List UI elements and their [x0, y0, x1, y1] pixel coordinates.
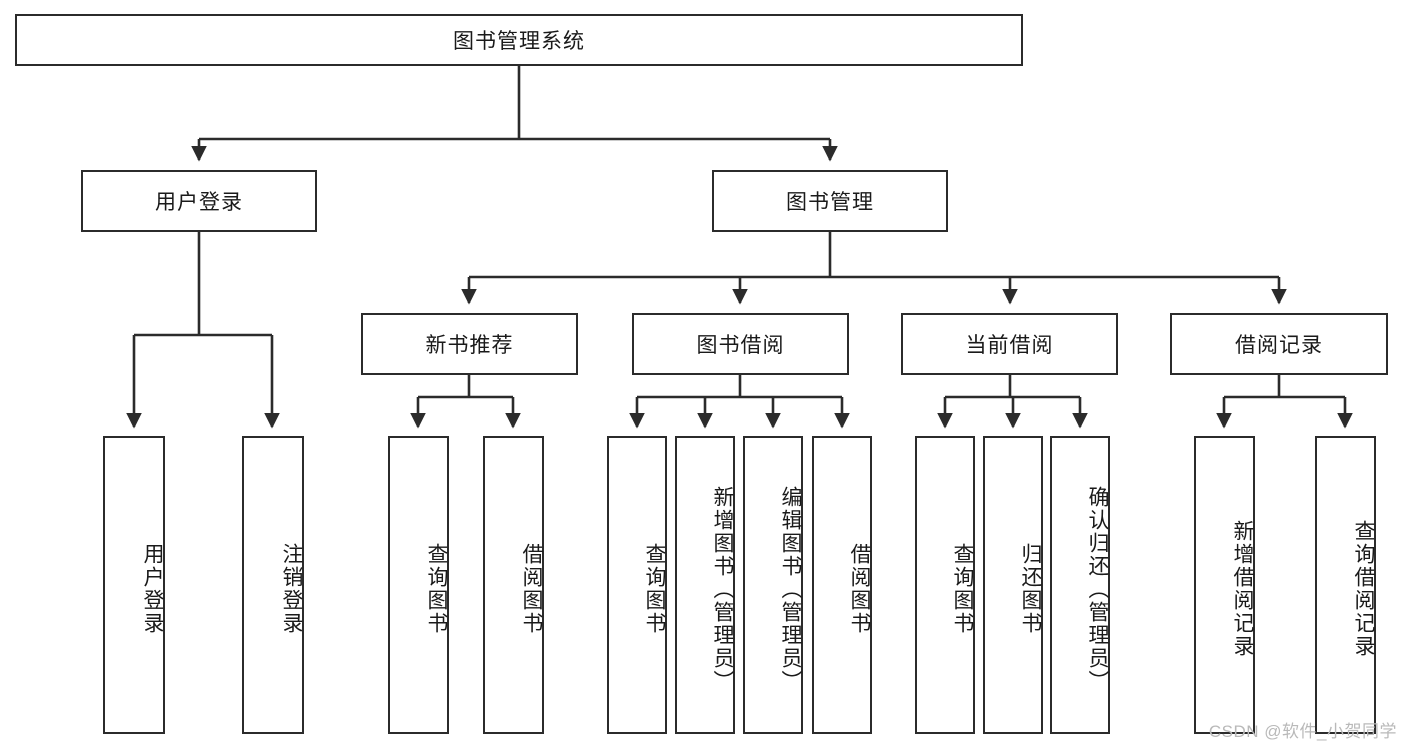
leaf-add-borrow-record-label: 新增借阅记录	[1231, 520, 1254, 658]
leaf-query-book-current-label: 查询图书	[951, 543, 974, 635]
leaf-add-borrow-record[interactable]: 新增借阅记录	[1194, 436, 1255, 734]
leaf-query-book-recommend[interactable]: 查询图书	[388, 436, 449, 734]
leaf-query-borrow-record-label: 查询借阅记录	[1352, 520, 1375, 658]
leaf-edit-book-admin-label: 编辑图书（管理员）	[779, 485, 802, 693]
leaf-user-login[interactable]: 用户登录	[103, 436, 165, 734]
node-root-label: 图书管理系统	[453, 30, 585, 53]
leaf-return-book-label: 归还图书	[1019, 543, 1042, 635]
node-current-borrow-label: 当前借阅	[965, 334, 1054, 357]
node-root[interactable]: 图书管理系统	[15, 14, 1023, 66]
node-user-login-label: 用户登录	[155, 191, 243, 214]
leaf-query-book-borrow-label: 查询图书	[643, 543, 666, 635]
node-new-book-recommend-label: 新书推荐	[425, 334, 514, 357]
node-user-login[interactable]: 用户登录	[81, 170, 317, 232]
leaf-return-book[interactable]: 归还图书	[983, 436, 1043, 734]
watermark: CSDN @软件_小贺同学	[1208, 722, 1397, 741]
leaf-confirm-return-admin[interactable]: 确认归还（管理员）	[1050, 436, 1110, 734]
leaf-edit-book-admin[interactable]: 编辑图书（管理员）	[743, 436, 803, 734]
node-book-management[interactable]: 图书管理	[712, 170, 948, 232]
leaf-borrow-book-recommend[interactable]: 借阅图书	[483, 436, 544, 734]
leaf-query-book-current[interactable]: 查询图书	[915, 436, 975, 734]
node-borrow-records[interactable]: 借阅记录	[1170, 313, 1388, 375]
leaf-query-book-recommend-label: 查询图书	[425, 543, 448, 635]
leaf-add-book-admin-label: 新增图书（管理员）	[711, 485, 734, 693]
leaf-logout-label: 注销登录	[280, 543, 303, 635]
leaf-logout[interactable]: 注销登录	[242, 436, 304, 734]
leaf-query-book-borrow[interactable]: 查询图书	[607, 436, 667, 734]
leaf-borrow-book-recommend-label: 借阅图书	[520, 543, 543, 635]
leaf-user-login-label: 用户登录	[141, 543, 164, 635]
node-borrow-records-label: 借阅记录	[1235, 334, 1323, 357]
leaf-confirm-return-admin-label: 确认归还（管理员）	[1086, 485, 1109, 693]
leaf-borrow-book-label: 借阅图书	[848, 543, 871, 635]
node-book-borrow-label: 图书借阅	[696, 334, 785, 357]
node-book-management-label: 图书管理	[786, 191, 874, 214]
node-current-borrow[interactable]: 当前借阅	[901, 313, 1118, 375]
leaf-add-book-admin[interactable]: 新增图书（管理员）	[675, 436, 735, 734]
leaf-borrow-book[interactable]: 借阅图书	[812, 436, 872, 734]
leaf-query-borrow-record[interactable]: 查询借阅记录	[1315, 436, 1376, 734]
node-new-book-recommend[interactable]: 新书推荐	[361, 313, 578, 375]
node-book-borrow[interactable]: 图书借阅	[632, 313, 849, 375]
